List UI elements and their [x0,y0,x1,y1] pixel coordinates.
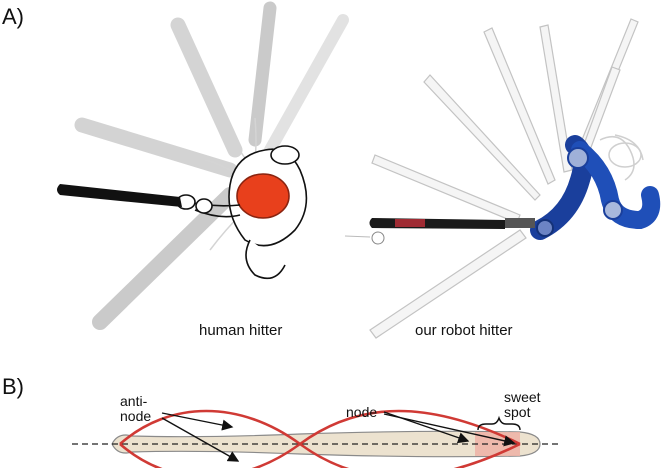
bat-silhouette [112,431,540,456]
sweet-spot-label-text: sweet spot [504,390,541,420]
node-arrow-1 [384,412,468,441]
ghost-bat-3 [178,25,235,150]
panel-a-illustration [0,0,662,360]
human-swing-ghost-bats [82,8,343,322]
vibration-mode-wave-2 [120,411,520,468]
node-label: node [346,405,377,420]
antinode-label: anti- node [120,394,151,424]
robot-bat-decal [395,219,425,227]
robot-ghost-bat-2 [372,155,520,223]
batting-helmet [237,174,289,218]
antinode-arrow-1 [162,413,232,427]
ghost-bat-4 [255,8,270,140]
robot-gripper [505,218,535,228]
robot-joint-2 [604,201,622,219]
human-hand-2 [196,199,212,213]
panel-b-label: B) [2,374,24,400]
ghost-bat-2 [82,125,230,170]
vibration-mode-wave-1 [120,411,520,468]
node-arrow-2 [384,414,514,443]
ghost-bat-5 [270,20,343,150]
robot-joint-1 [568,148,588,168]
antinode-arrow-2 [162,418,238,461]
human-shoulder [271,146,299,164]
robot-bat [370,218,506,229]
robot-ghost-bat-3 [424,75,540,200]
sweet-spot-region [475,432,520,456]
ball-trail [345,236,370,237]
sweet-spot-label: sweet spot [504,390,541,420]
baseball [372,232,384,244]
antinode-label-text: anti- node [120,394,151,424]
human-hitter-caption: human hitter [199,322,282,339]
robot-joint-3 [537,220,553,236]
human-bat [57,184,182,207]
robot-hitter-caption: our robot hitter [415,322,513,339]
